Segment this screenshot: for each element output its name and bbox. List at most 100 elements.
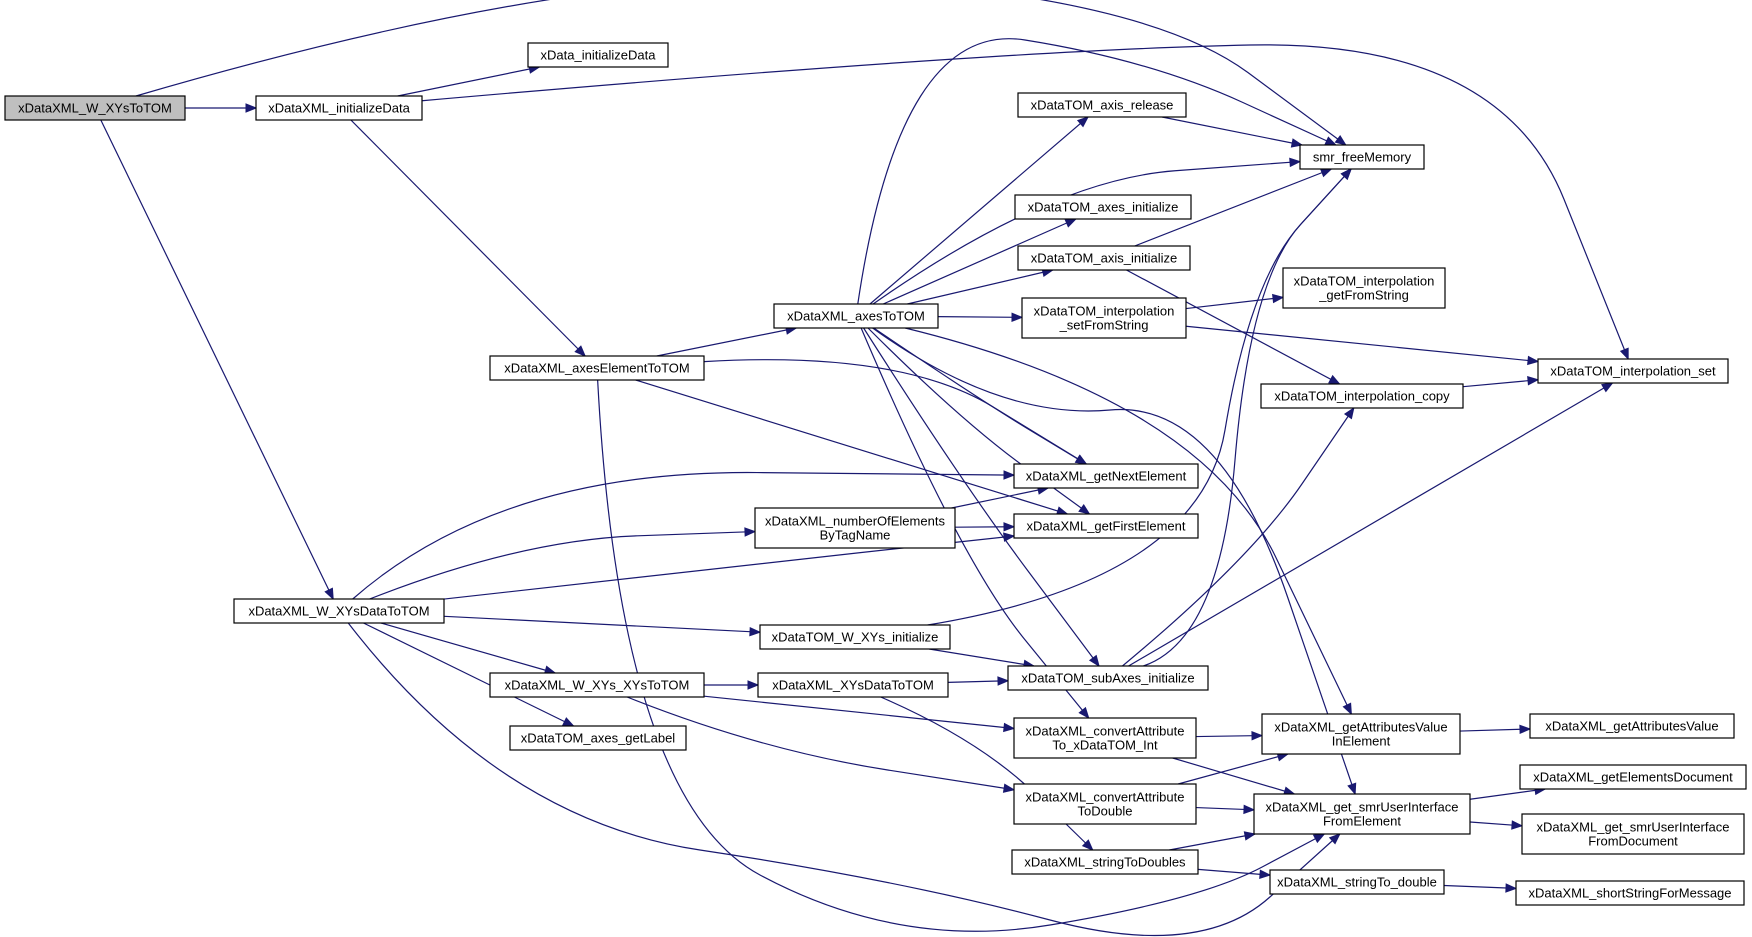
node-stringTo_double[interactable]: xDataXML_stringTo_double bbox=[1269, 869, 1445, 895]
edge-W_XYs_initialize-to-smr_freeMemory bbox=[927, 168, 1352, 626]
node-label: FromDocument bbox=[1588, 834, 1678, 849]
arrowhead-W_XYsToTOM-to-initializeData bbox=[245, 103, 258, 113]
node-axis_release[interactable]: xDataTOM_axis_release bbox=[1017, 92, 1187, 118]
arrowhead-W_XYsToTOM-to-W_XYsDataToTOM bbox=[324, 587, 334, 601]
node-box[interactable] bbox=[1013, 513, 1199, 539]
edge-subAxes_initialize-to-interp_copy bbox=[1122, 407, 1355, 667]
node-XYsDataToTOM[interactable]: xDataXML_XYsDataToTOM bbox=[757, 672, 949, 698]
node-box[interactable] bbox=[1013, 783, 1197, 825]
node-box[interactable] bbox=[527, 42, 669, 68]
node-box[interactable] bbox=[489, 672, 705, 698]
node-stringToDoubles[interactable]: xDataXML_stringToDoubles bbox=[1011, 849, 1199, 875]
edge-W_XYsDataToTOM-to-W_XYs_initialize bbox=[443, 615, 761, 633]
node-box[interactable] bbox=[773, 303, 939, 329]
node-box[interactable] bbox=[1515, 880, 1745, 906]
node-box[interactable] bbox=[509, 725, 687, 751]
node-box[interactable] bbox=[1017, 245, 1191, 271]
edge-interp_setFromString-to-interp_getFromString bbox=[1185, 296, 1284, 310]
node-box[interactable] bbox=[1013, 717, 1197, 759]
node-getNextElement[interactable]: xDataXML_getNextElement bbox=[1013, 463, 1199, 489]
node-box[interactable] bbox=[489, 355, 705, 381]
node-axes_getLabel[interactable]: xDataTOM_axes_getLabel bbox=[509, 725, 687, 751]
node-interp_copy[interactable]: xDataTOM_interpolation_copy bbox=[1260, 383, 1464, 409]
node-box[interactable] bbox=[1253, 793, 1471, 835]
arrowhead-initializeData-to-axesElementToTOM bbox=[574, 345, 587, 357]
node-box[interactable] bbox=[1007, 665, 1209, 691]
edge-axesToTOM-to-smr_freeMemory bbox=[857, 38, 1337, 305]
node-box[interactable] bbox=[757, 672, 949, 698]
node-box[interactable] bbox=[255, 95, 423, 121]
node-W_XYs_initialize[interactable]: xDataTOM_W_XYs_initialize bbox=[759, 624, 951, 650]
node-box[interactable] bbox=[233, 598, 445, 624]
node-axes_initialize[interactable]: xDataTOM_axes_initialize bbox=[1014, 194, 1192, 220]
arrowhead-W_XYsDataToTOM-to-axes_getLabel bbox=[562, 717, 575, 727]
arrowhead-W_XYsDataToTOM-to-W_XYs_initialize bbox=[749, 626, 762, 637]
node-label: xDataTOM_interpolation_copy bbox=[1274, 389, 1450, 404]
node-axesToTOM[interactable]: xDataXML_axesToTOM bbox=[773, 303, 939, 329]
node-getFirstElement[interactable]: xDataXML_getFirstElement bbox=[1013, 513, 1199, 539]
node-subAxes_initialize[interactable]: xDataTOM_subAxes_initialize bbox=[1007, 665, 1209, 691]
node-box[interactable] bbox=[1521, 813, 1745, 855]
node-getElementsDocument[interactable]: xDataXML_getElementsDocument bbox=[1519, 764, 1747, 790]
node-x_initializeData[interactable]: xData_initializeData bbox=[527, 42, 669, 68]
node-label: xDataXML_get_smrUserInterface bbox=[1266, 800, 1459, 815]
node-box[interactable] bbox=[1282, 267, 1446, 309]
node-interp_set[interactable]: xDataTOM_interpolation_set bbox=[1537, 358, 1729, 384]
arrowhead-initializeData-to-interp_set bbox=[1619, 347, 1629, 361]
node-box[interactable] bbox=[759, 624, 951, 650]
node-label: xDataXML_getFirstElement bbox=[1027, 519, 1186, 534]
edge-axesElementToTOM-to-axesToTOM bbox=[656, 327, 797, 357]
node-smr_freeMemory[interactable]: smr_freeMemory bbox=[1299, 144, 1425, 170]
node-box[interactable] bbox=[754, 507, 956, 549]
arrowhead-axesToTOM-to-getFirstElement bbox=[1078, 503, 1091, 515]
arrowhead-axesToTOM-to-interp_setFromString bbox=[1011, 312, 1024, 322]
node-label: xDataTOM_axis_initialize bbox=[1031, 251, 1177, 266]
node-box[interactable] bbox=[1021, 297, 1187, 339]
node-W_XYs_XYsToTOM[interactable]: xDataXML_W_XYs_XYsToTOM bbox=[489, 672, 705, 698]
arrowhead-subAxes_initialize-to-smr_freeMemory bbox=[1340, 168, 1352, 180]
node-label: xDataXML_initializeData bbox=[268, 101, 410, 116]
node-getAttributesValue[interactable]: xDataXML_getAttributesValue bbox=[1529, 713, 1735, 739]
node-box[interactable] bbox=[1519, 764, 1747, 790]
node-box[interactable] bbox=[4, 95, 186, 121]
node-box[interactable] bbox=[1299, 144, 1425, 170]
node-axesElementToTOM[interactable]: xDataXML_axesElementToTOM bbox=[489, 355, 705, 381]
node-label: xDataXML_getAttributesValue bbox=[1545, 719, 1718, 734]
node-box[interactable] bbox=[1260, 383, 1464, 409]
node-label: xDataXML_W_XYsDataToTOM bbox=[248, 604, 429, 619]
node-label: xData_initializeData bbox=[541, 48, 657, 63]
edge-W_XYsDataToTOM-to-W_XYs_XYsToTOM bbox=[380, 622, 556, 674]
node-label: ToDouble bbox=[1078, 804, 1133, 819]
arrowhead-axesToTOM-to-smr_freeMemory bbox=[1289, 157, 1302, 168]
node-box[interactable] bbox=[1529, 713, 1735, 739]
node-interp_getFromString[interactable]: xDataTOM_interpolation_getFromString bbox=[1282, 267, 1446, 309]
node-initializeData[interactable]: xDataXML_initializeData bbox=[255, 95, 423, 121]
node-interp_setFromString[interactable]: xDataTOM_interpolation_setFromString bbox=[1021, 297, 1187, 339]
edge-axesToTOM-to-getFirstElement bbox=[867, 327, 1090, 515]
node-shortStringForMessage[interactable]: xDataXML_shortStringForMessage bbox=[1515, 880, 1745, 906]
node-box[interactable] bbox=[1013, 463, 1199, 489]
node-box[interactable] bbox=[1011, 849, 1199, 875]
node-W_XYsToTOM[interactable]: xDataXML_W_XYsToTOM bbox=[4, 95, 186, 121]
edge-W_XYs_initialize-to-subAxes_initialize bbox=[928, 648, 1035, 667]
node-box[interactable] bbox=[1537, 358, 1729, 384]
node-label: xDataXML_stringTo_double bbox=[1277, 875, 1437, 890]
node-W_XYsDataToTOM[interactable]: xDataXML_W_XYsDataToTOM bbox=[233, 598, 445, 624]
node-axis_initialize[interactable]: xDataTOM_axis_initialize bbox=[1017, 245, 1191, 271]
node-box[interactable] bbox=[1261, 713, 1461, 755]
edge-convertAttr_Double-to-getAttributesValueInElement bbox=[1177, 753, 1289, 785]
edge-W_XYs_XYsToTOM-to-convertAttr_Int bbox=[703, 695, 1015, 730]
node-box[interactable] bbox=[1269, 869, 1445, 895]
node-label: xDataXML_shortStringForMessage bbox=[1528, 886, 1731, 901]
arrowhead-interp_copy-to-interp_set bbox=[1527, 376, 1540, 386]
node-get_smrUI_FromDocument[interactable]: xDataXML_get_smrUserInterfaceFromDocumen… bbox=[1521, 813, 1745, 855]
edge-subAxes_initialize-to-interp_set bbox=[1128, 382, 1613, 667]
node-box[interactable] bbox=[1014, 194, 1192, 220]
node-box[interactable] bbox=[1017, 92, 1187, 118]
